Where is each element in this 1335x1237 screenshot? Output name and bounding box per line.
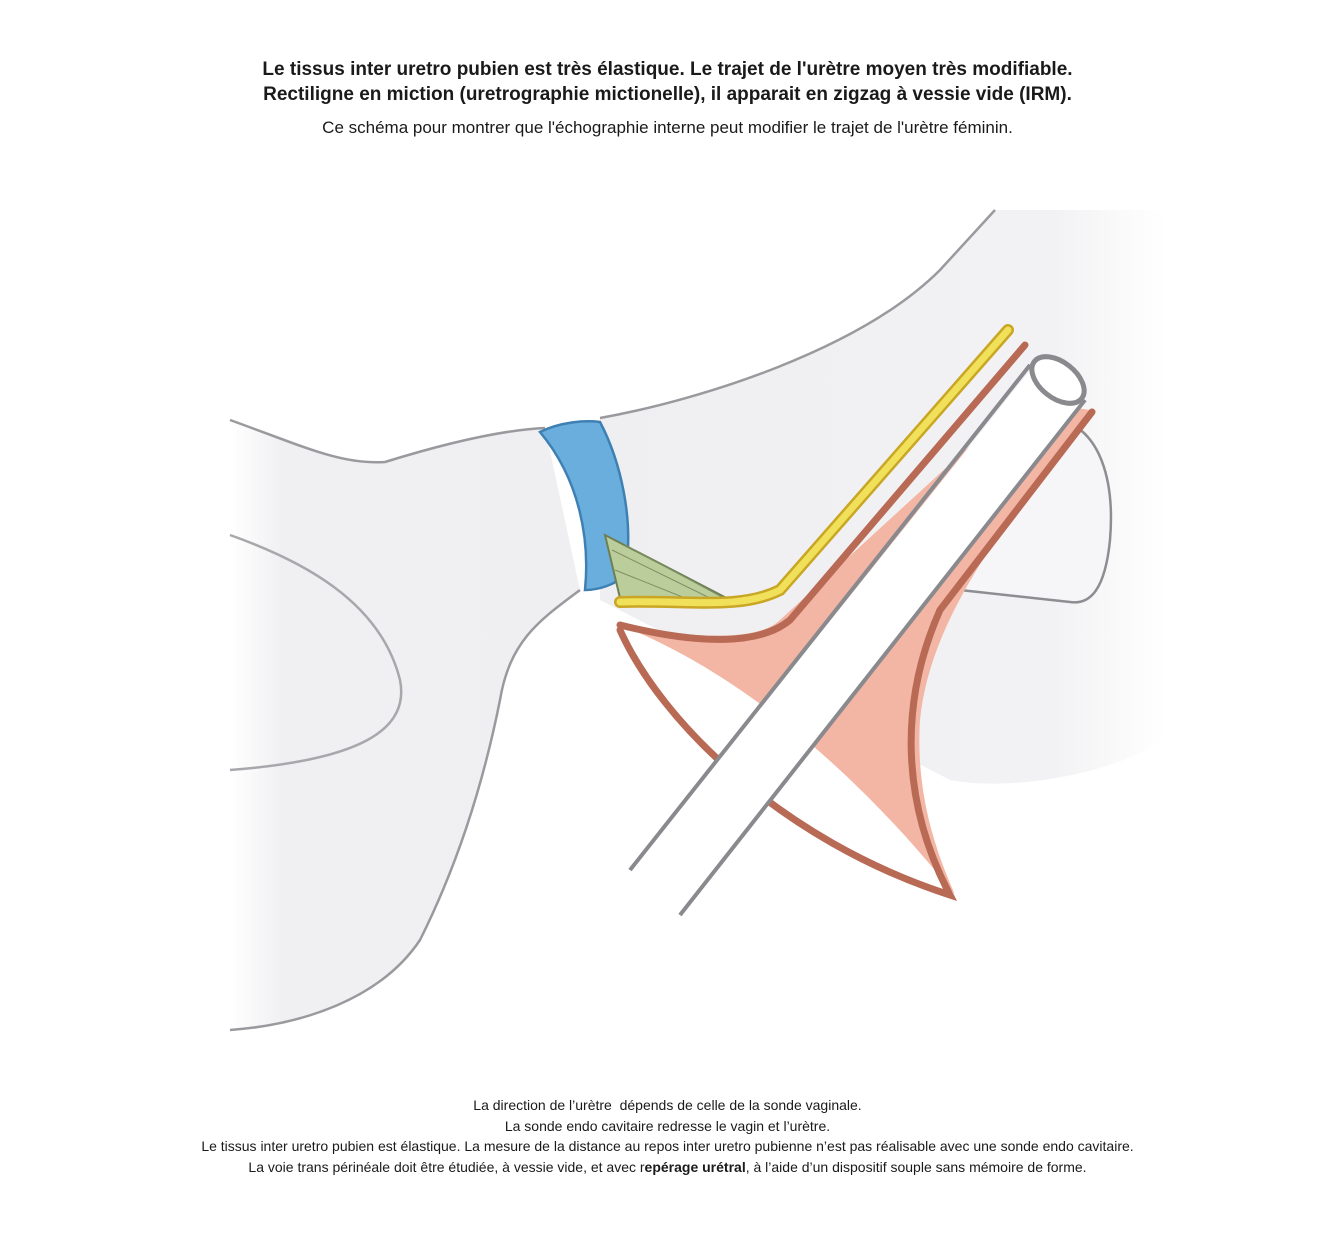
- probe-tip: [1029, 354, 1087, 406]
- footer-notes: La direction de l’urètre dépends de cell…: [0, 1095, 1335, 1177]
- pelvic-wall-outline: [599, 209, 996, 420]
- footer-line-4: La voie trans périnéale doit être étudié…: [0, 1157, 1335, 1178]
- pubic-bone-outline: [229, 418, 581, 1032]
- header-line-3: Ce schéma pour montrer que l'échographie…: [322, 118, 1013, 137]
- obturator-outline: [229, 533, 403, 772]
- pubic-bone: [230, 420, 580, 1030]
- footer-line-4-bold: epérage urétral: [644, 1158, 746, 1175]
- footer-line-4-pre: La voie trans périnéale doit être étudié…: [248, 1158, 645, 1175]
- bladder-outline: [959, 418, 1113, 604]
- header-line-2: Rectiligne en miction (uretrographie mic…: [263, 84, 1072, 105]
- footer-line-3: Le tissus inter uretro pubien est élasti…: [201, 1138, 1134, 1154]
- header-line-1: Le tissus inter uretro pubien est très é…: [262, 59, 1073, 80]
- footer-line-4-post: , à l’aide d’un dispositif souple sans m…: [745, 1158, 1087, 1175]
- vagina-posterior-wall: [616, 408, 1096, 901]
- vagina-anterior-wall: [616, 341, 1029, 643]
- footer-line-1: La direction de l’urètre dépends de cell…: [473, 1097, 862, 1113]
- header-title: Le tissus inter uretro pubien est très é…: [0, 57, 1335, 107]
- footer-line-2: La sonde endo cavitaire redresse le vagi…: [504, 1117, 831, 1134]
